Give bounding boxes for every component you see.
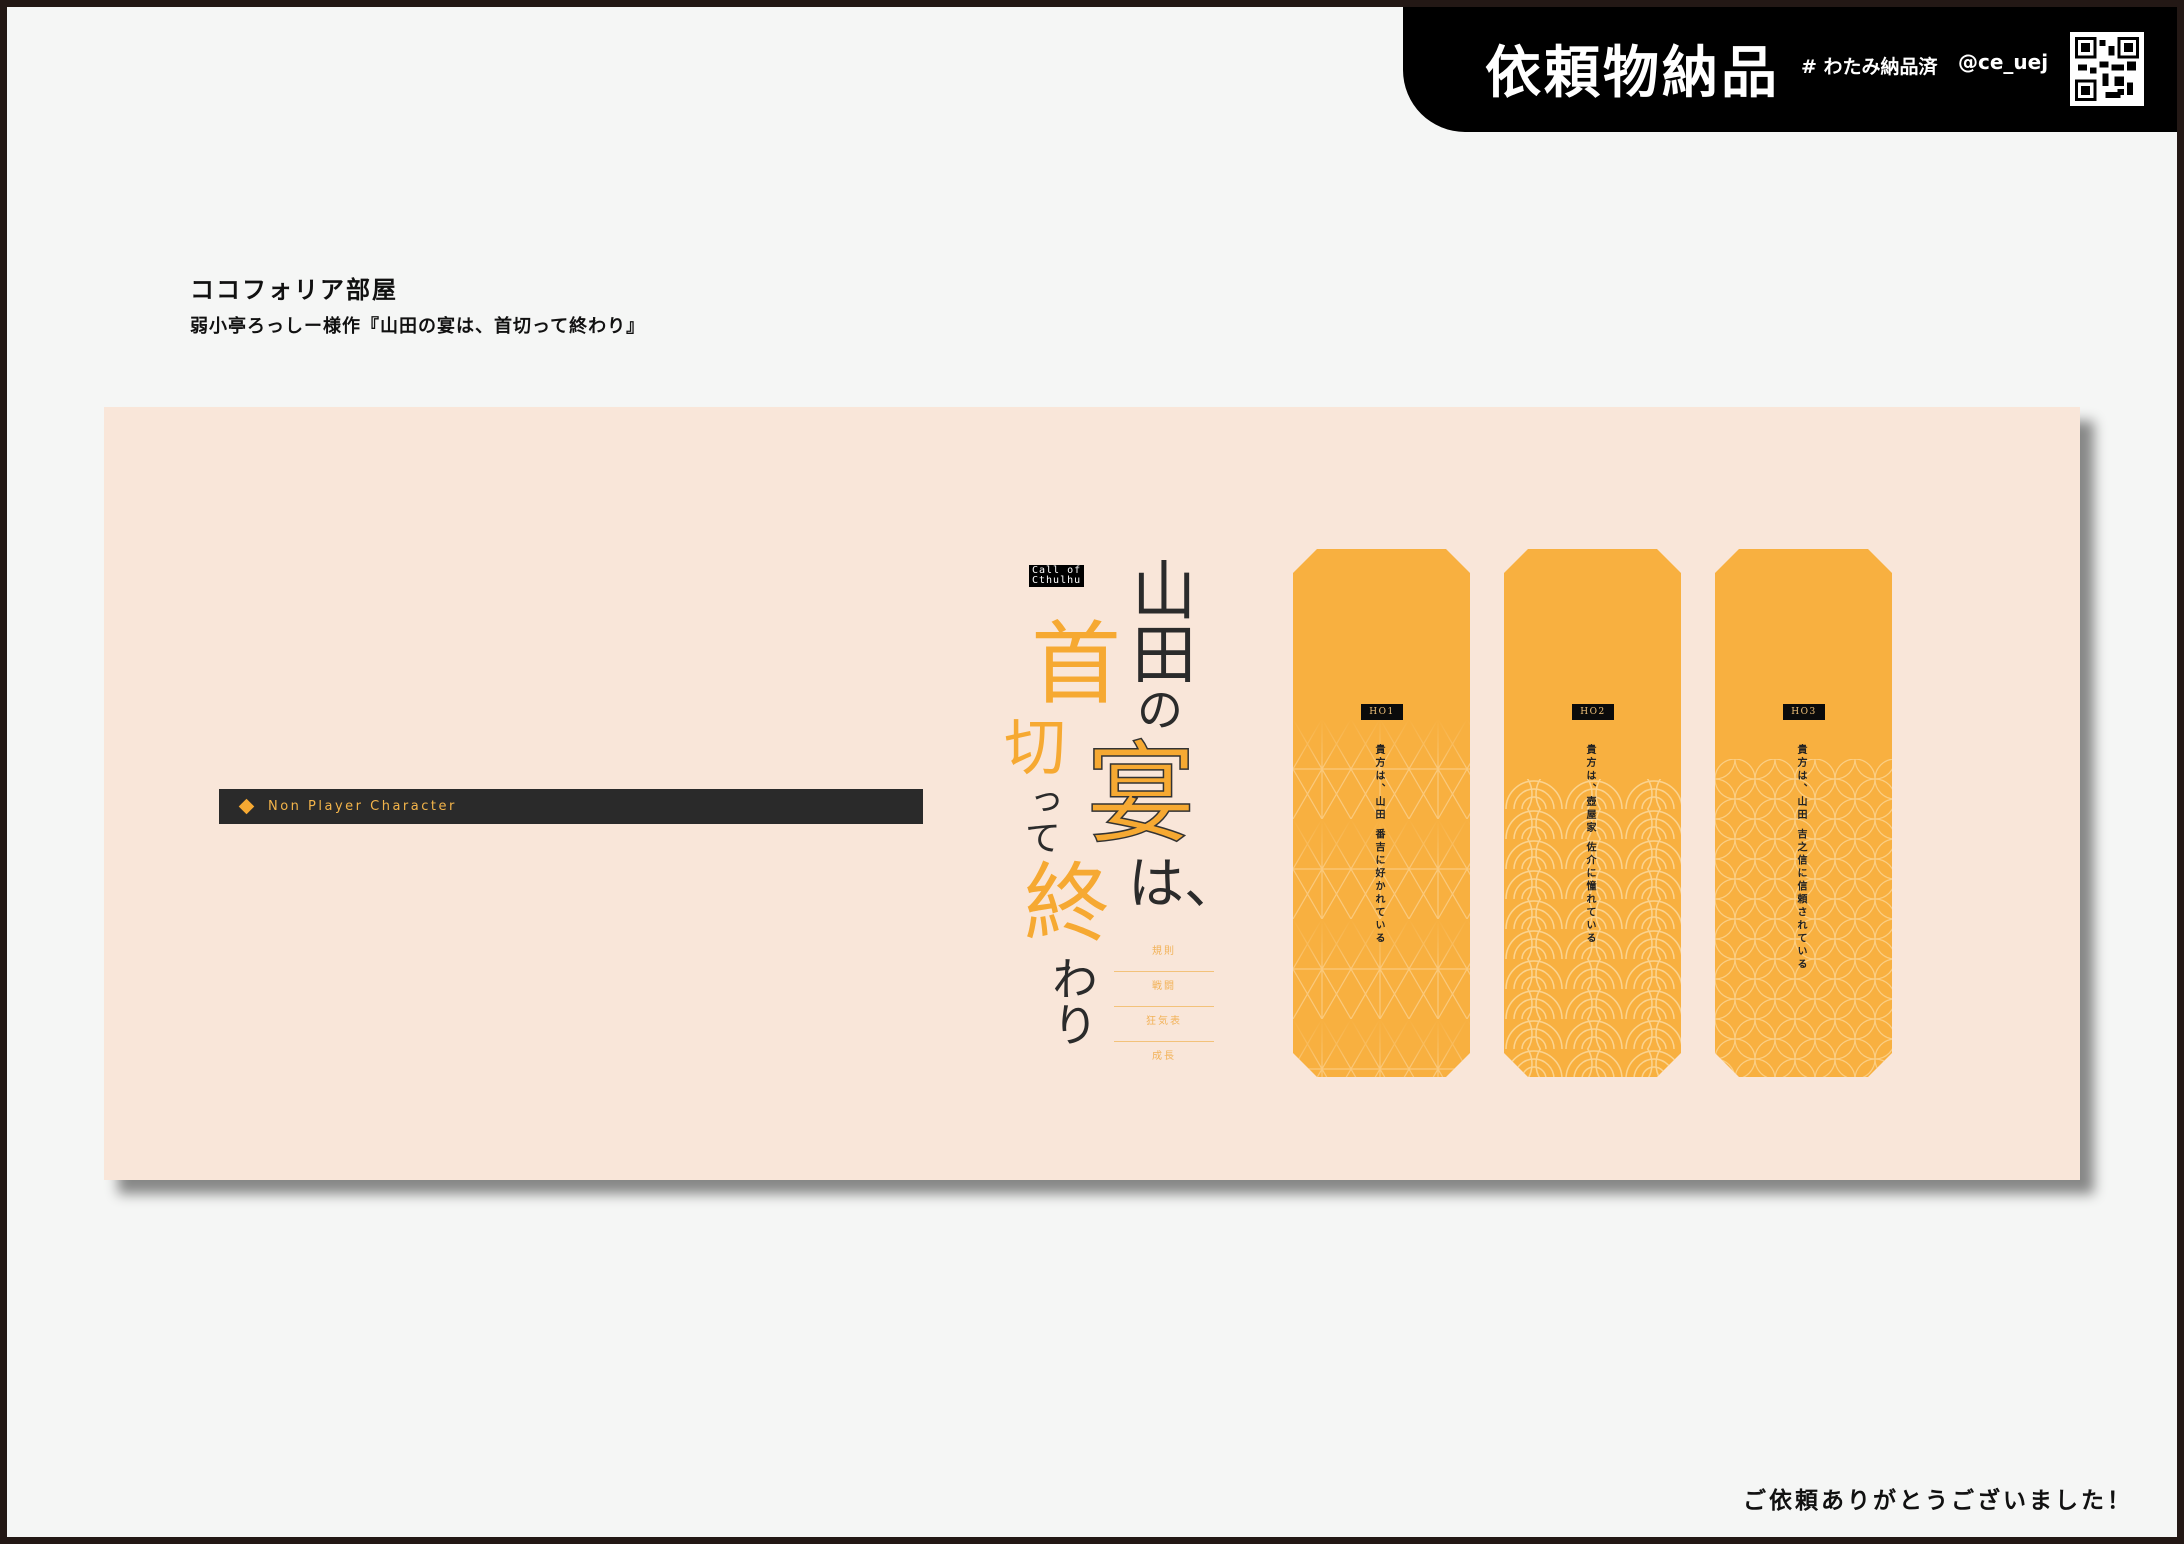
title-char: わり (1045, 955, 1099, 1047)
seigaiha-pattern (1504, 779, 1681, 1077)
npc-bar: Non Player Character (219, 789, 923, 824)
ho-label: HO2 (1572, 704, 1614, 720)
title-char: の (1137, 683, 1183, 737)
menu-item-growth[interactable]: 成長 (1152, 1051, 1176, 1062)
menu-item-rules[interactable]: 規則 (1114, 937, 1214, 972)
ho-label: HO1 (1361, 704, 1403, 720)
ho-description: 貴方は、壺屋家 佐介に憧れている (1584, 744, 1595, 946)
ho-card-3[interactable]: HO3 貴方は、山田 吉之信に信頼されている (1715, 549, 1892, 1077)
header-banner: 依頼物納品 # わたみ納品済 @ce_uej (1403, 7, 2177, 132)
header-title: 依頼物納品 (1485, 41, 1780, 106)
title-char: 山田 (1121, 557, 1195, 685)
ho-card-2[interactable]: HO2 貴方は、壺屋家 佐介に憧れている (1504, 549, 1681, 1077)
title-char: って (1019, 783, 1060, 855)
title-char: 首 (1031, 612, 1121, 717)
scenario-credit: 弱小亭ろっしー様作『山田の宴は、首切って終わり』 (190, 316, 646, 337)
page: 依頼物納品 # わたみ納品済 @ce_uej ココフォリア部屋 弱小亭ろっしー様… (7, 7, 2177, 1537)
shippo-pattern (1715, 759, 1892, 1077)
title-char: は、 (1128, 852, 1240, 917)
qr-code-icon[interactable] (2070, 32, 2144, 106)
diamond-icon (238, 798, 255, 815)
header-user: @ce_uej (1958, 50, 2049, 74)
ho-description: 貴方は、山田 吉之信に信頼されている (1795, 744, 1806, 972)
header-tag: # わたみ納品済 (1801, 56, 1938, 78)
asanoha-pattern (1293, 719, 1470, 1077)
thanks-message: ご依頼ありがとうございました！ (1743, 1488, 2133, 1514)
title-char: 切 (1004, 711, 1067, 784)
ho-card-1[interactable]: HO1 貴方は、山田 番吉に好かれている (1293, 549, 1470, 1077)
npc-label: Non Player Character (268, 799, 457, 814)
room-title: ココフォリア部屋 (190, 276, 398, 304)
menu-item-madness[interactable]: 狂気表 (1114, 1007, 1214, 1042)
title-menu: 規則 戦闘 狂気表 成長 (1114, 937, 1214, 1077)
ho-label: HO3 (1783, 704, 1825, 720)
title-char: 終 (1024, 854, 1110, 954)
ho-description: 貴方は、山田 番吉に好かれている (1373, 744, 1384, 946)
menu-item-combat[interactable]: 戦闘 (1114, 972, 1214, 1007)
title-char: 宴 (1085, 731, 1197, 859)
